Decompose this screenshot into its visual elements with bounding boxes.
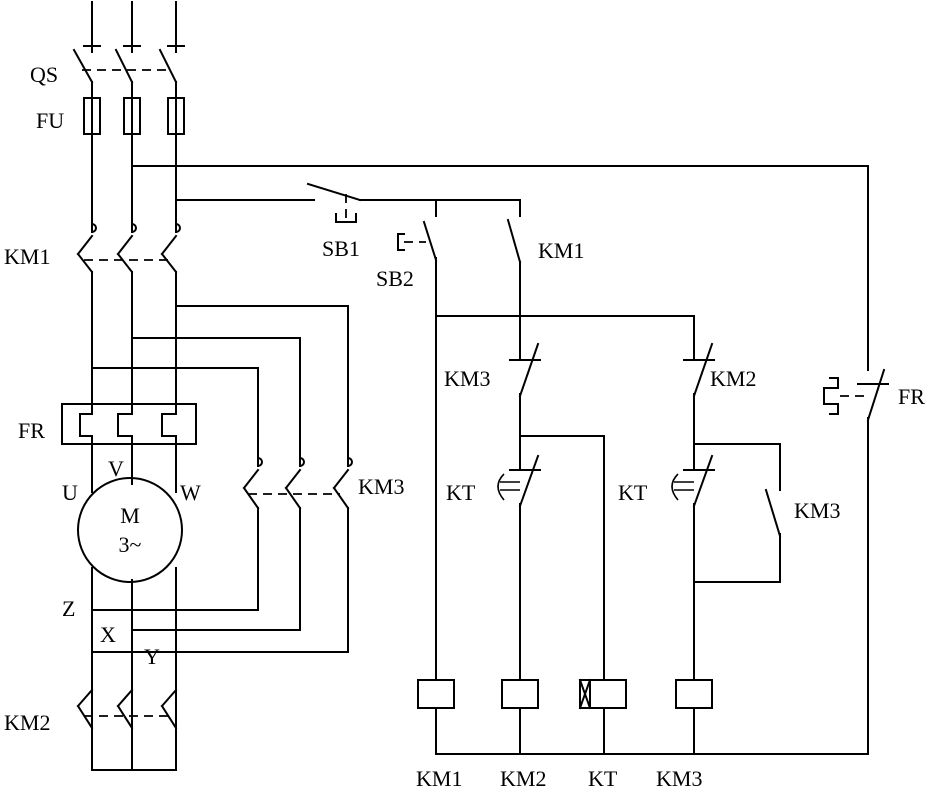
label-y: Y (144, 644, 160, 669)
label-fu: FU (36, 108, 64, 133)
label-coil-km3: KM3 (656, 766, 702, 789)
km1-aux-contact (506, 199, 522, 317)
motor-letter: M (120, 503, 140, 528)
label-km2-main: KM2 (4, 710, 50, 735)
km2-nc-interlock (683, 315, 715, 445)
motor: M 3~ (77, 477, 183, 583)
label-km2-nc: KM2 (710, 366, 756, 391)
label-sb2: SB2 (376, 266, 414, 291)
fr-overload-contact (823, 368, 889, 755)
km3-aux-contact (693, 443, 782, 583)
label-x: X (100, 622, 116, 647)
coil-km3 (675, 679, 713, 709)
motor-spec: 3~ (119, 532, 142, 557)
label-kt-2: KT (618, 480, 648, 505)
labels: QS FU KM1 FR U V W Z X Y KM2 KM3 SB1 SB2… (4, 62, 925, 789)
coil-kt (579, 679, 627, 709)
km1-main-contacts (76, 222, 181, 274)
qs-switch (72, 45, 178, 99)
label-v: V (108, 456, 124, 481)
label-km3-aux: KM3 (794, 498, 840, 523)
label-km1-aux: KM1 (538, 238, 584, 263)
label-coil-km2: KM2 (500, 766, 546, 789)
label-km3-nc: KM3 (444, 366, 490, 391)
label-z: Z (62, 596, 75, 621)
kt-delay-contact-2 (671, 443, 715, 681)
sb2-start-button (397, 199, 438, 317)
coil-km2 (501, 679, 539, 709)
label-km1-main: KM1 (4, 244, 50, 269)
label-fr-main: FR (18, 418, 45, 443)
label-fr-ctrl: FR (898, 384, 925, 409)
kt-delay-contact-1 (497, 435, 541, 681)
label-km3-star: KM3 (358, 474, 404, 499)
km3-nc-interlock (509, 315, 541, 437)
coil-km1 (417, 679, 455, 709)
label-u: U (62, 480, 78, 505)
fr-thermal-overload (61, 403, 197, 447)
supply-terminals (83, 1, 185, 47)
label-coil-kt: KT (588, 766, 618, 789)
km3-star-wiring (91, 305, 353, 653)
label-w: W (180, 480, 201, 505)
control-circuit (131, 165, 889, 755)
label-sb1: SB1 (322, 236, 360, 261)
fu-fuses (83, 97, 185, 135)
label-kt-1: KT (446, 480, 476, 505)
sb1-stop-button (306, 182, 362, 223)
label-coil-km1: KM1 (416, 766, 462, 789)
power-circuit: M 3~ (61, 1, 353, 771)
label-qs: QS (30, 62, 58, 87)
coils (417, 678, 713, 710)
km2-main-contacts (76, 688, 178, 730)
